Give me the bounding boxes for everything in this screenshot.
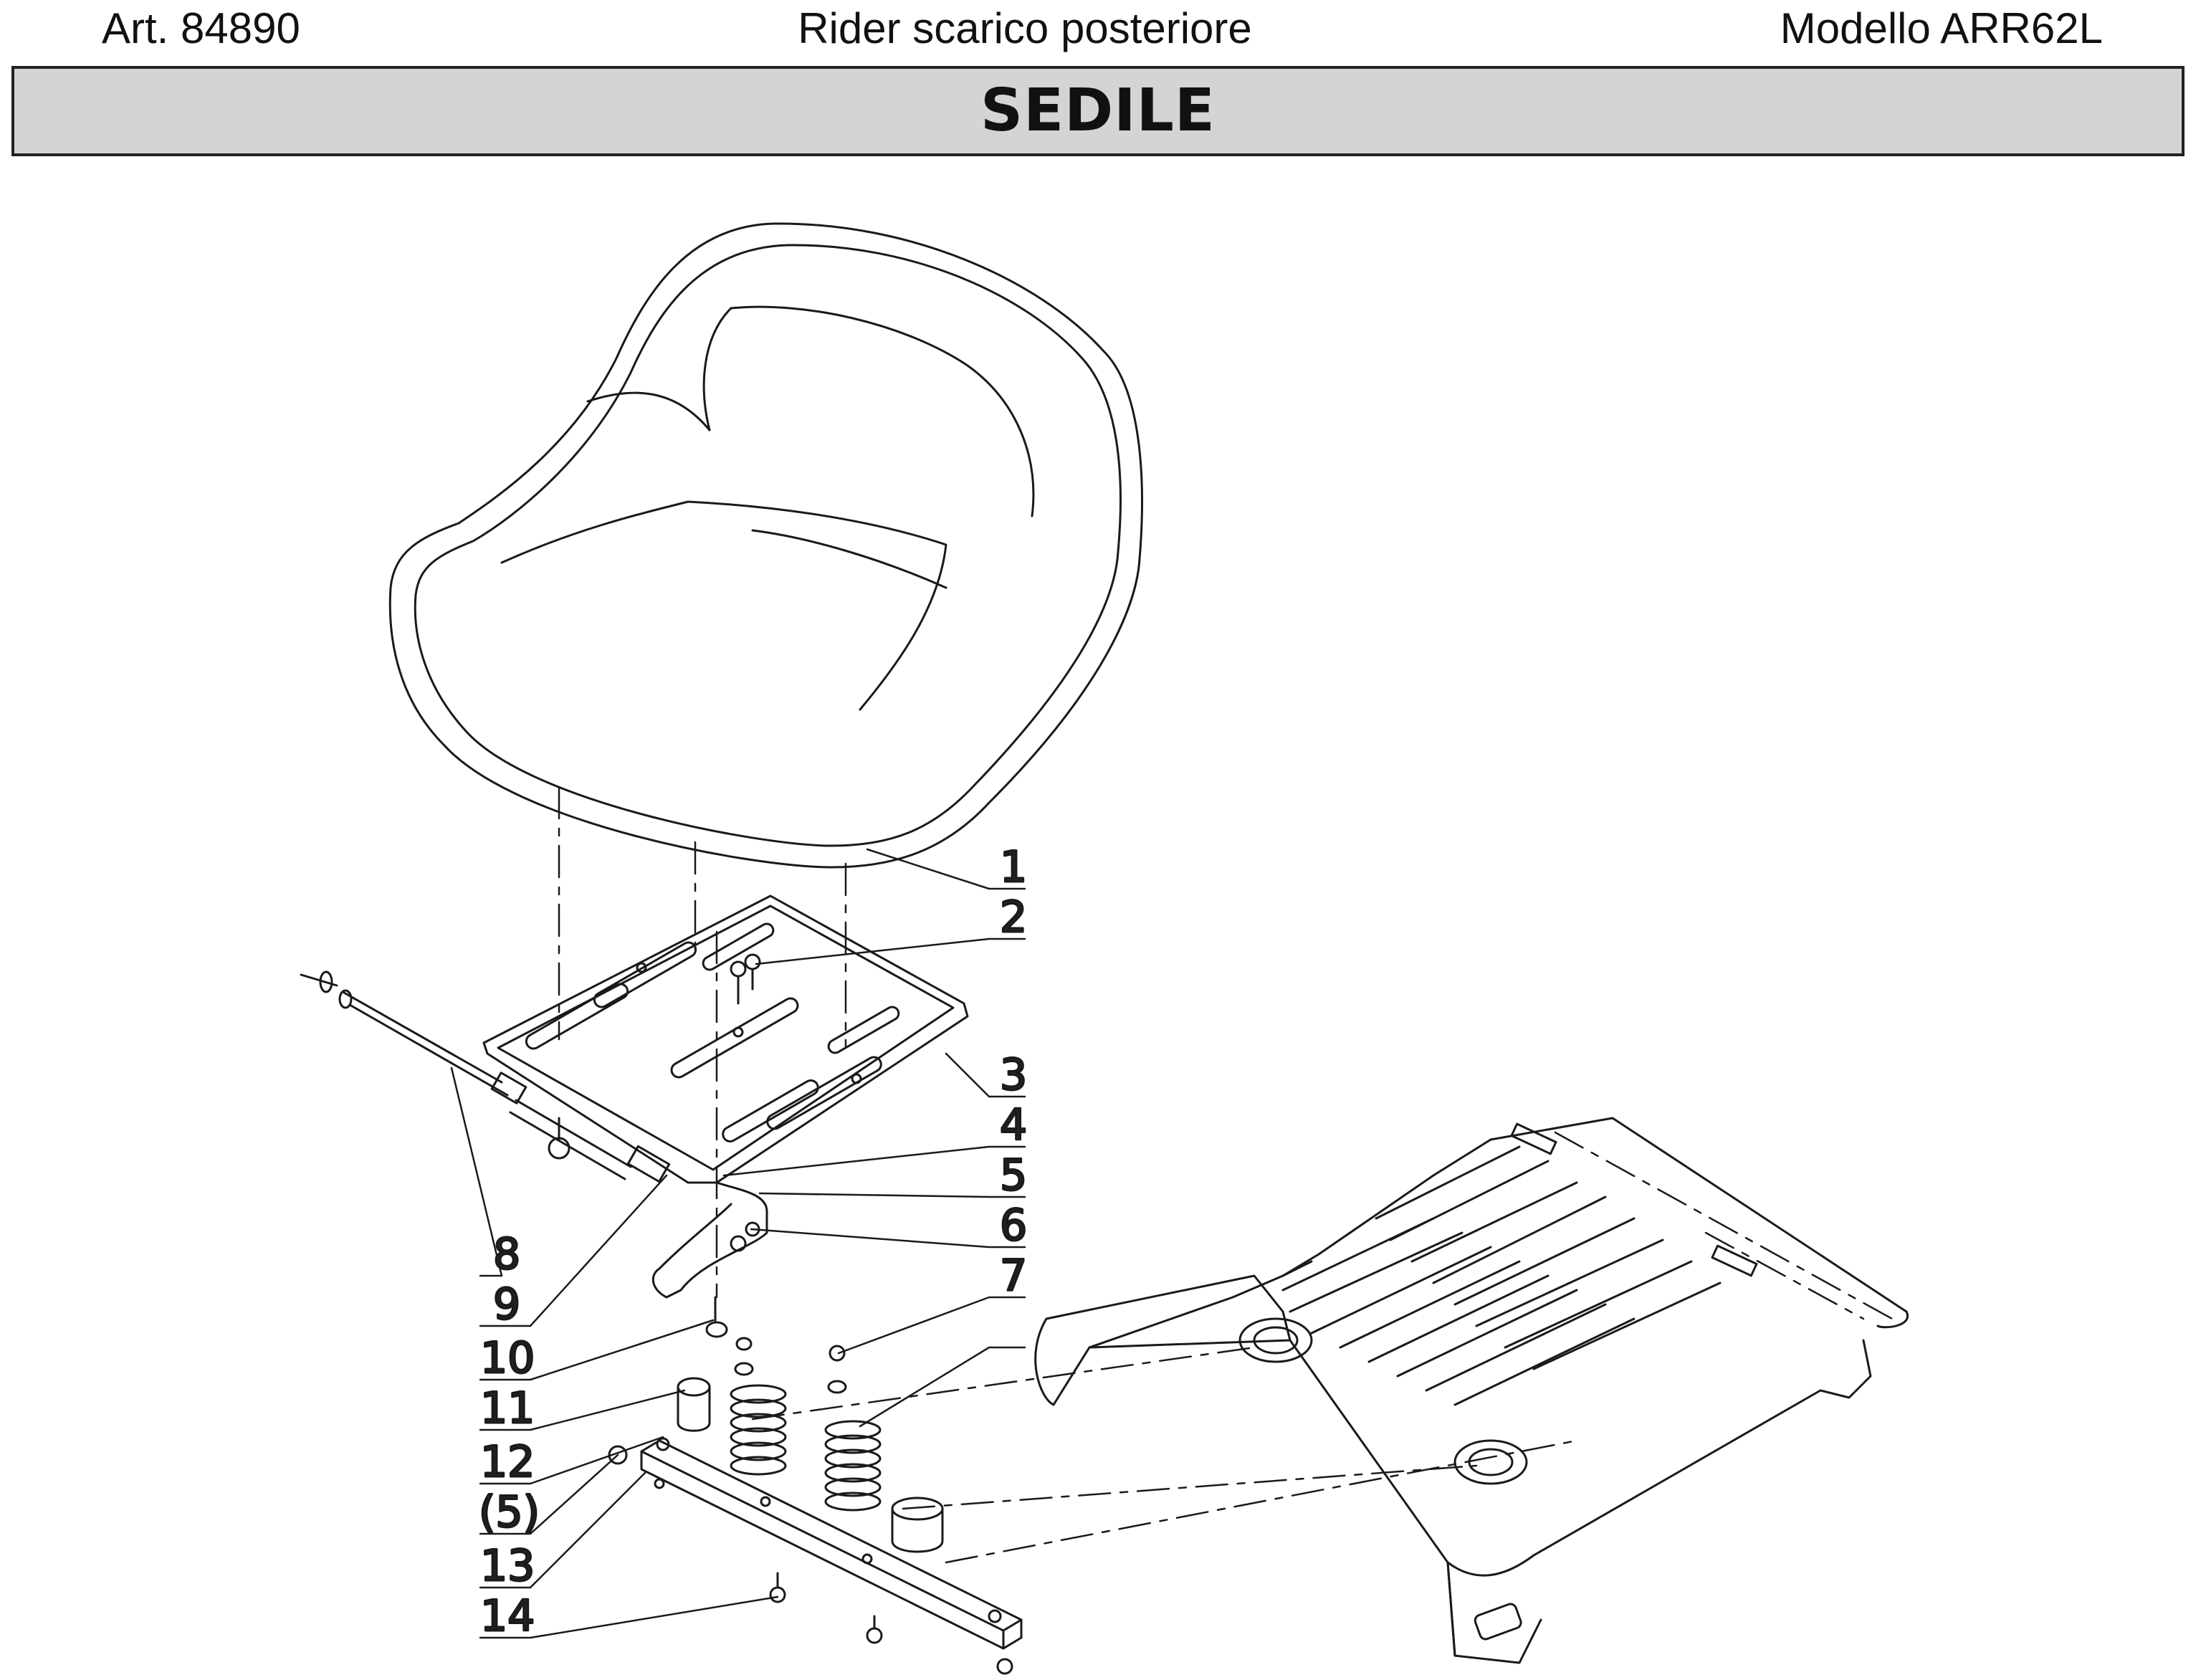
section-title: SEDILE bbox=[980, 77, 1216, 145]
frame-assembly-lines bbox=[751, 1131, 1894, 1564]
bolts-part-14 bbox=[608, 1445, 1013, 1675]
bracket bbox=[651, 1181, 768, 1299]
callout-2: 2 bbox=[1000, 892, 1027, 942]
callout-14: 14 bbox=[480, 1591, 535, 1641]
callout-10: 10 bbox=[480, 1333, 535, 1383]
model-name: Modello ARR62L bbox=[1780, 4, 2103, 52]
spring-right bbox=[824, 1345, 882, 1512]
callout-3: 3 bbox=[1000, 1050, 1027, 1100]
spring-left bbox=[730, 1384, 787, 1476]
bolts-part-2 bbox=[730, 953, 761, 1005]
page-header: Art. 84890 Rider scarico posteriore Mode… bbox=[0, 0, 2206, 57]
callout-6: 6 bbox=[1000, 1201, 1027, 1251]
callout-5-repeat: (5) bbox=[479, 1487, 540, 1537]
callout-5: 5 bbox=[1000, 1150, 1027, 1201]
assembly-lines bbox=[558, 786, 847, 1299]
article-number: Art. 84890 bbox=[102, 4, 300, 52]
rubber-bumper-left bbox=[677, 1337, 754, 1432]
callout-11: 11 bbox=[480, 1383, 535, 1433]
callout-9: 9 bbox=[493, 1279, 520, 1330]
cross-member bbox=[640, 1437, 1023, 1650]
callout-leaders bbox=[450, 848, 1026, 1639]
callout-13: 13 bbox=[480, 1541, 535, 1591]
section-title-bar: SEDILE bbox=[11, 66, 2184, 156]
hinge-rod bbox=[300, 970, 671, 1183]
callout-8: 8 bbox=[493, 1229, 520, 1279]
callout-7: 7 bbox=[1000, 1251, 1027, 1301]
rubber-bumper-right bbox=[891, 1497, 944, 1553]
seat-plate bbox=[482, 894, 969, 1184]
product-name: Rider scarico posteriore bbox=[798, 4, 1252, 52]
frame-panel bbox=[1034, 1117, 1909, 1664]
bolt-10 bbox=[705, 1296, 728, 1338]
callout-4: 4 bbox=[1000, 1100, 1027, 1150]
callout-1: 1 bbox=[1000, 842, 1027, 892]
callout-12: 12 bbox=[480, 1437, 535, 1487]
seat bbox=[388, 222, 1143, 869]
